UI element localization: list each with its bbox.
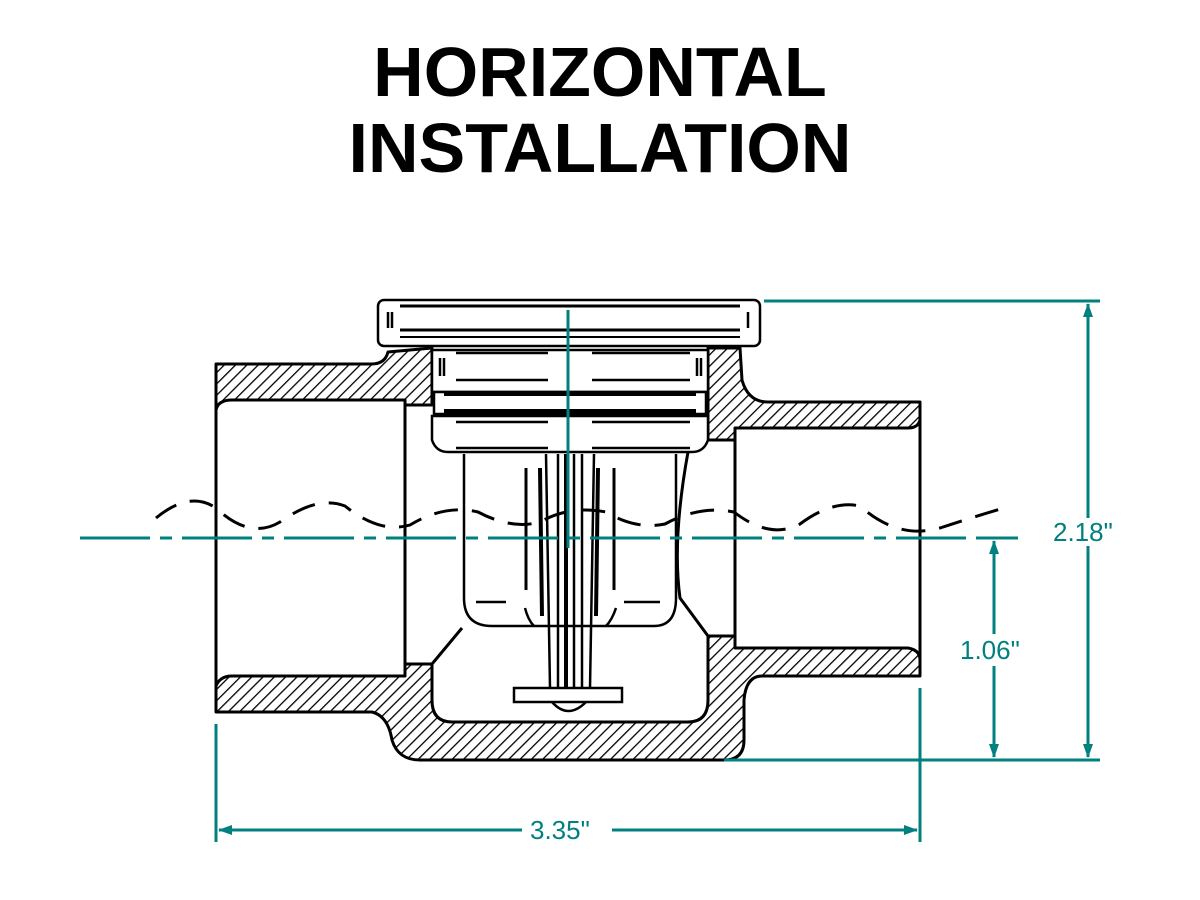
water-level-wave	[155, 499, 1005, 533]
left-upper-wall	[214, 346, 434, 412]
paddle-housing	[462, 453, 678, 713]
pipe-bores	[214, 405, 922, 686]
title-line-2: INSTALLATION	[348, 109, 852, 187]
right-upper-wall	[706, 346, 922, 442]
dimension-length: 3.35"	[530, 815, 590, 845]
dimension-centerline-height: 1.06"	[960, 635, 1020, 665]
diagram-title: HORIZONTAL INSTALLATION	[0, 34, 1200, 186]
centerlines	[80, 310, 1018, 548]
title-line-1: HORIZONTAL	[373, 33, 827, 111]
dimension-height: 2.18"	[1053, 517, 1113, 547]
dimension-lines	[214, 299, 1100, 842]
